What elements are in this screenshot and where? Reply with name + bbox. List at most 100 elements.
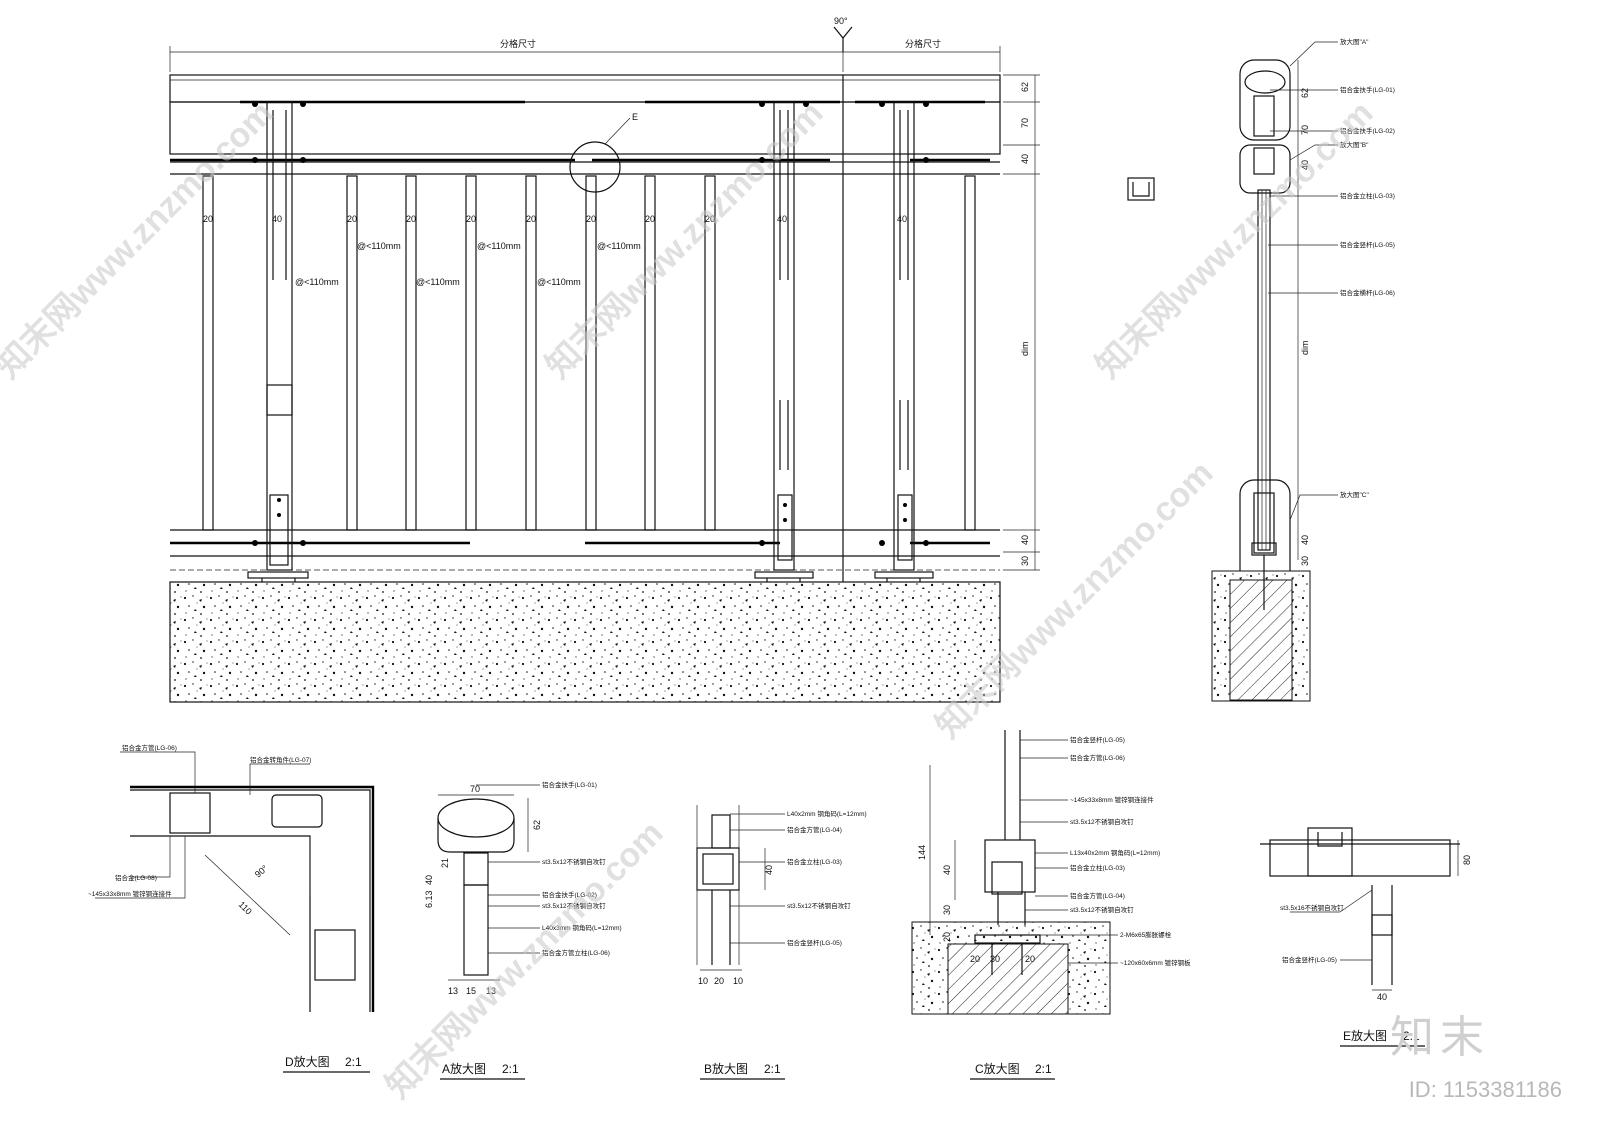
baluster-w-6: 20	[586, 214, 596, 224]
a-title: A放大图	[442, 1061, 486, 1076]
sdim-dim: dim	[1300, 340, 1310, 355]
detail-e: 80 40 st3.5x16不锈钢自攻钉 铝合金竖杆(LG-05) E放大图 2…	[1260, 827, 1472, 1047]
c-dim-40: 40	[942, 865, 952, 875]
d-scale: 2:1	[345, 1055, 362, 1069]
c-label-10: ~120x60x6mm 镀锌钢板	[1120, 958, 1191, 967]
b-dim-40: 40	[764, 865, 774, 875]
balusters	[202, 175, 976, 531]
d-label-3: 铝合金(LG-08)	[115, 873, 157, 882]
baluster-w-7: 20	[645, 214, 655, 224]
c-dim-144: 144	[917, 845, 927, 860]
d-dim-110: 110	[237, 899, 254, 916]
a-dim-15: 15	[466, 986, 476, 996]
c-label-6: 铝合金立柱(LG-03)	[1070, 863, 1125, 872]
detail-c: 144 40 30 20 30 20 20 铝合金竖杆(LG-05) 铝合金方管…	[911, 730, 1191, 1080]
d-label-2: 铝合金转角件(LG-07)	[250, 755, 311, 764]
sdim-70: 70	[1300, 125, 1310, 135]
sec-label-3: 铝合金立柱(LG-03)	[1340, 191, 1395, 200]
rdim-62: 62	[1020, 82, 1030, 92]
sec-label-2: 铝合金扶手(LG-02)	[1340, 126, 1395, 135]
sdim-40b: 40	[1300, 535, 1310, 545]
rdim-70: 70	[1020, 118, 1030, 128]
concrete-slab	[169, 581, 1001, 703]
a-dim-40: 40	[424, 875, 434, 885]
spacing-4: @<110mm	[477, 241, 521, 251]
top-dim-left: 分格尺寸	[500, 38, 536, 49]
b-label-4: st3.5x12不锈钢自攻钉	[787, 901, 851, 910]
a-label-5: L40x3mm 钢角码(L=12mm)	[542, 923, 622, 932]
a-dim-62: 62	[532, 820, 542, 830]
detail-a: 70 62 13 15 13 40 21 6.13 铝合金扶手(LG-01) s…	[424, 780, 622, 1080]
sec-callout-c: 放大图"C"	[1340, 490, 1370, 499]
a-label-4: st3.5x12不锈钢自攻钉	[542, 901, 606, 910]
sec-callout-b: 放大图"B"	[1340, 140, 1369, 149]
b-title: B放大图	[704, 1061, 748, 1076]
watermark-4: 知末网www.znzmo.com	[379, 814, 671, 1106]
spacing-5: @<110mm	[537, 277, 581, 287]
baluster-w-2: 20	[347, 214, 357, 224]
c-title: C放大图	[975, 1061, 1020, 1076]
c-label-1: 铝合金竖杆(LG-05)	[1070, 735, 1125, 744]
e-scale: 2:1	[1403, 1029, 1420, 1043]
b-label-2: 铝合金方管(LG-04)	[787, 825, 842, 834]
sdim-62: 62	[1300, 88, 1310, 98]
rdim-dim: dim	[1020, 341, 1030, 356]
e-dim-80: 80	[1462, 855, 1472, 865]
b-dim-10a: 10	[698, 976, 708, 986]
a-label-2: st3.5x12不锈钢自攻钉	[542, 857, 606, 866]
callout-e: E	[632, 112, 638, 122]
b-label-1: L40x2mm 钢角码(L=12mm)	[787, 809, 867, 818]
section-view: 62 70 40 dim 40 30 放大图"A" 放大图"B" 放大图"C" …	[1211, 37, 1395, 702]
d-title: D放大图	[285, 1054, 330, 1069]
c-dim-30b: 30	[990, 954, 1000, 964]
post-w-1: 40	[272, 214, 282, 224]
sec-callout-a: 放大图"A"	[1340, 37, 1369, 46]
c-label-5: L13x40x2mm 钢角码(L=12mm)	[1070, 848, 1160, 857]
baluster-w-8: 20	[705, 214, 715, 224]
c-dim-20b: 20	[970, 954, 980, 964]
d-label-1: 铝合金方管(LG-06)	[122, 743, 177, 752]
post-w-3: 40	[897, 214, 907, 224]
a-dim-13b: 13	[486, 986, 496, 996]
b-dim-10b: 10	[733, 976, 743, 986]
detail-b: 40 10 20 10 L40x2mm 钢角码(L=12mm) 铝合金方管(LG…	[696, 805, 867, 1080]
b-label-5: 铝合金竖杆(LG-05)	[787, 938, 842, 947]
b-scale: 2:1	[764, 1062, 781, 1076]
a-dim-70: 70	[470, 784, 480, 794]
c-label-2: 铝合金方管(LG-06)	[1070, 753, 1125, 762]
c-dim-20a: 20	[942, 932, 952, 942]
e-title: E放大图	[1343, 1028, 1387, 1043]
watermark-logo: 知末	[1390, 1012, 1490, 1063]
a-scale: 2:1	[502, 1062, 519, 1076]
c-dim-20c: 20	[1025, 954, 1035, 964]
detail-d: 90° 110 铝合金方管(LG-06) 铝合金转角件(LG-07) 铝合金(L…	[88, 743, 375, 1073]
a-dim-13a: 13	[448, 986, 458, 996]
spacing-6: @<110mm	[597, 241, 641, 251]
rdim-40a: 40	[1020, 154, 1030, 164]
baluster-w-4: 20	[466, 214, 476, 224]
sdim-30: 30	[1300, 556, 1310, 566]
watermark-3: 知末网www.znzmo.com	[1089, 94, 1381, 386]
sdim-40a: 40	[1300, 160, 1310, 170]
sec-label-5: 铝合金横杆(LG-06)	[1340, 288, 1395, 297]
c-label-8: st3.5x12不锈钢自攻钉	[1070, 905, 1134, 914]
elevation-view: 分格尺寸 分格尺寸 90° E	[169, 16, 1040, 703]
profile-symbol	[1127, 177, 1155, 201]
sec-label-4: 铝合金竖杆(LG-05)	[1340, 240, 1395, 249]
c-label-7: 铝合金方管(LG-04)	[1070, 891, 1125, 900]
a-label-3: 铝合金扶手(LG-02)	[542, 890, 597, 899]
c-scale: 2:1	[1035, 1062, 1052, 1076]
spacing-3: @<110mm	[416, 277, 460, 287]
rdim-30: 30	[1020, 556, 1030, 566]
baluster-w-5: 20	[526, 214, 536, 224]
baluster-w-3: 20	[406, 214, 416, 224]
baluster-w-1: 20	[203, 214, 213, 224]
spacing-2: @<110mm	[357, 241, 401, 251]
post-w-2: 40	[777, 214, 787, 224]
angle-label: 90°	[834, 16, 848, 26]
c-label-4: st3.5x12不锈钢自攻钉	[1070, 817, 1134, 826]
d-dim-90: 90°	[253, 863, 270, 880]
sec-label-1: 铝合金扶手(LG-01)	[1340, 85, 1395, 94]
c-label-9: 2-M6x65膨胀螺栓	[1120, 930, 1172, 939]
